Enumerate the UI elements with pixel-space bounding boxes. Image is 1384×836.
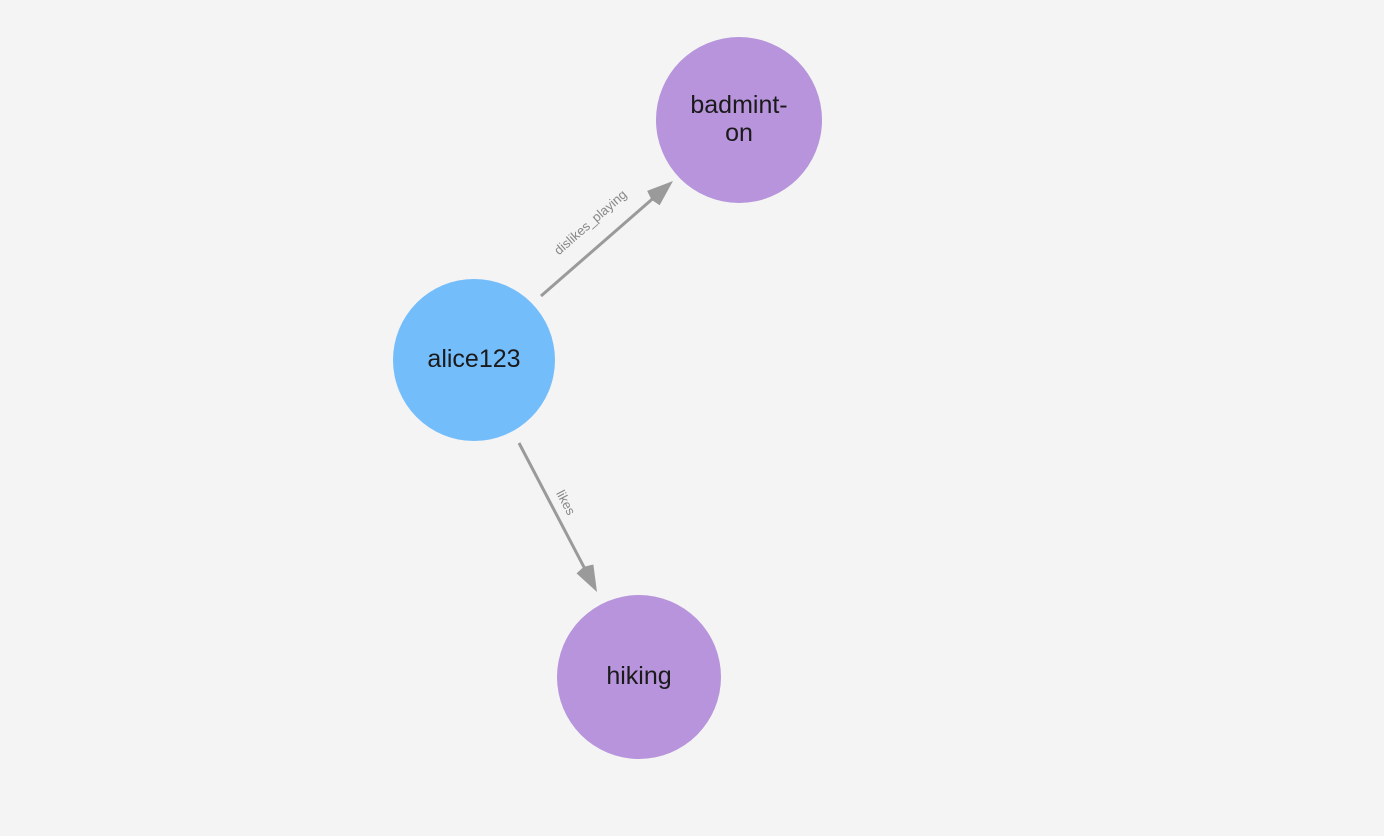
node-circle[interactable] — [393, 279, 555, 441]
edge-label: dislikes_playing — [551, 187, 630, 258]
graph-edge[interactable] — [540, 181, 673, 298]
edge-line — [540, 193, 659, 298]
edge-arrowhead-icon — [576, 564, 597, 592]
graph-node-badminton[interactable]: badmint-on — [656, 37, 822, 203]
graph-node-alice123[interactable]: alice123 — [393, 279, 555, 441]
graph-edge[interactable] — [517, 442, 597, 592]
node-circle[interactable] — [656, 37, 822, 203]
edge-arrowhead-icon — [647, 181, 673, 206]
node-circle[interactable] — [557, 595, 721, 759]
edge-line — [517, 442, 589, 575]
nodes-layer: alice123 badmint-on hiking — [393, 37, 822, 759]
edges-layer — [517, 181, 673, 592]
graph-node-hiking[interactable]: hiking — [557, 595, 721, 759]
